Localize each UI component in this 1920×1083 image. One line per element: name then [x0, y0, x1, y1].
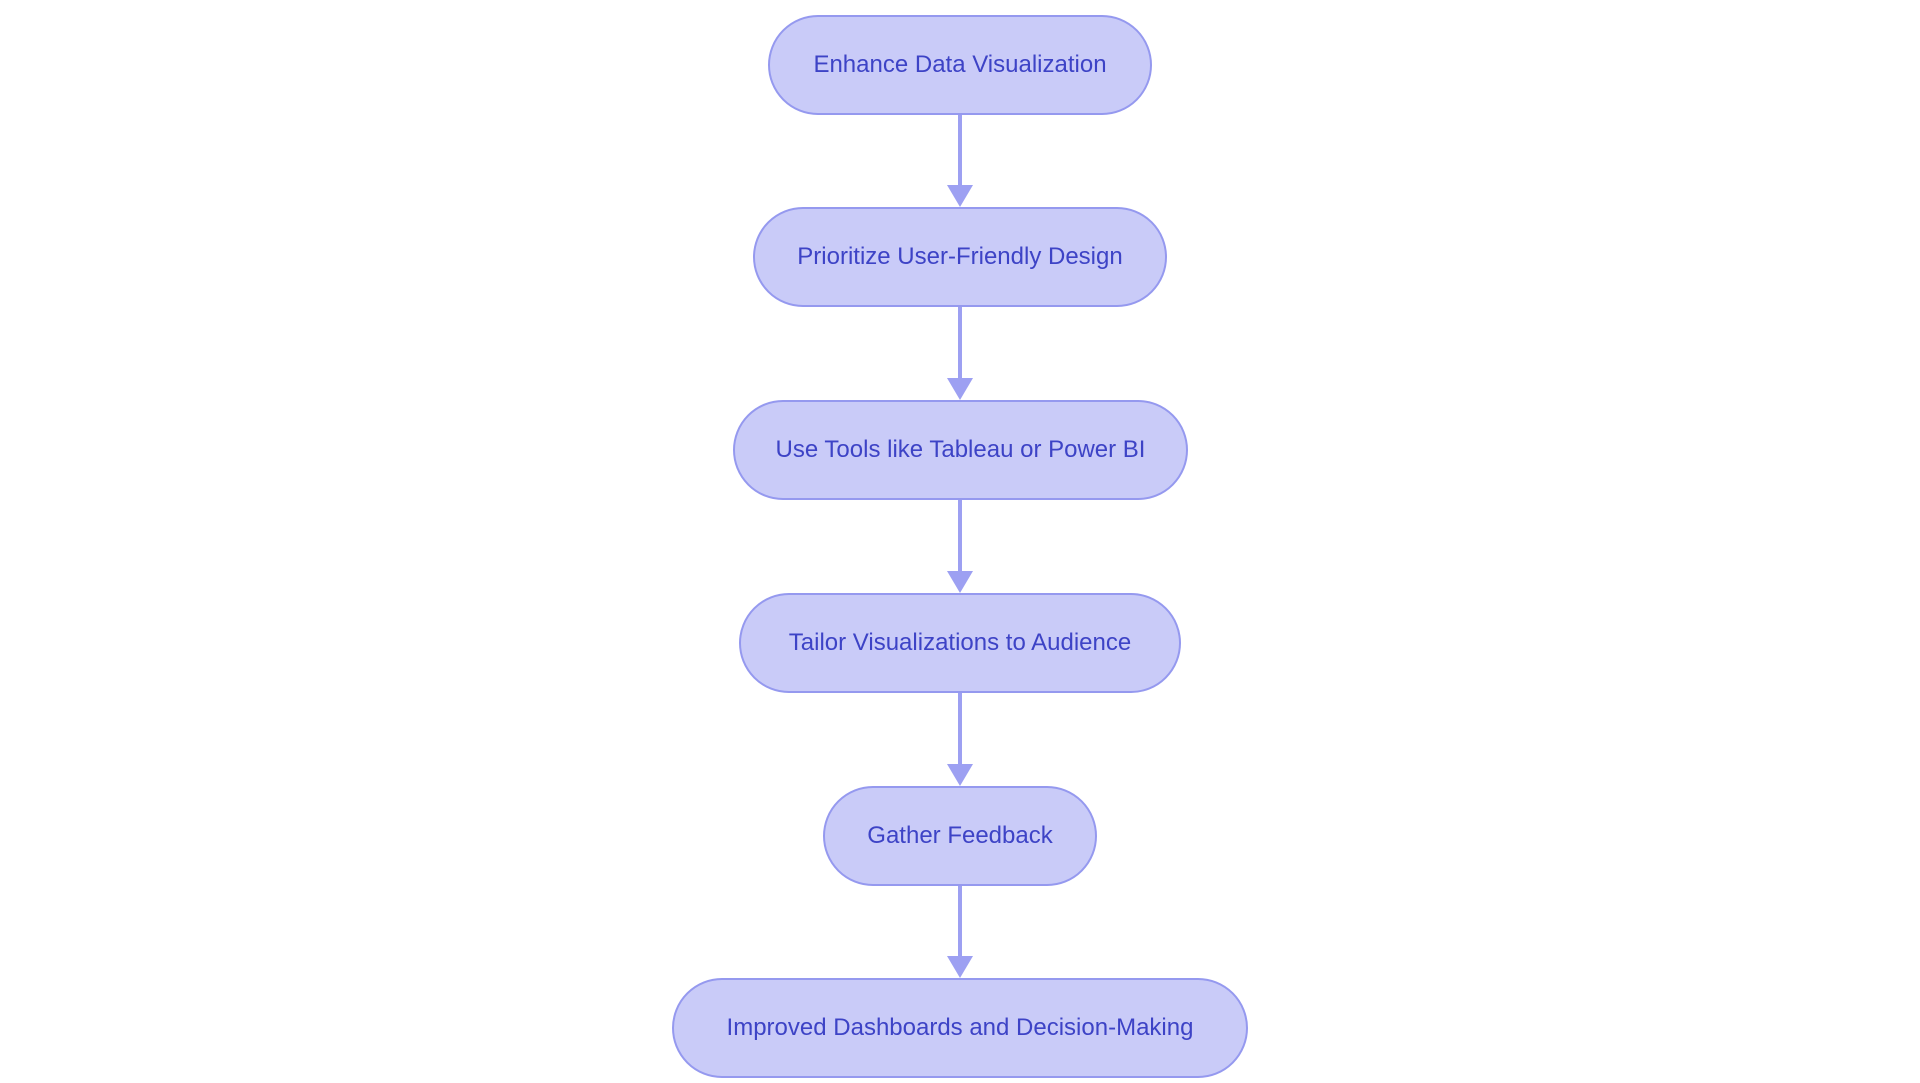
- flow-arrow-4: [947, 693, 973, 786]
- arrow-shaft: [958, 693, 962, 764]
- flow-node-gather-feedback: Gather Feedback: [823, 786, 1097, 886]
- flow-arrow-1: [947, 115, 973, 207]
- flow-node-label: Tailor Visualizations to Audience: [788, 629, 1132, 656]
- flow-arrow-5: [947, 886, 973, 978]
- flow-arrow-3: [947, 500, 973, 593]
- arrow-shaft: [958, 500, 962, 571]
- arrow-head-icon: [947, 956, 973, 978]
- flow-node-label: Enhance Data Visualization: [813, 51, 1107, 78]
- flow-node-label: Improved Dashboards and Decision-Making: [726, 1014, 1194, 1041]
- flow-node-tailor-visualizations-to-audience: Tailor Visualizations to Audience: [739, 593, 1181, 693]
- arrow-head-icon: [947, 764, 973, 786]
- arrow-shaft: [958, 307, 962, 378]
- flow-node-label: Gather Feedback: [867, 822, 1053, 849]
- arrow-head-icon: [947, 378, 973, 400]
- flow-arrow-2: [947, 307, 973, 400]
- flow-node-improved-dashboards-decision-making: Improved Dashboards and Decision-Making: [672, 978, 1248, 1078]
- flow-node-prioritize-user-friendly-design: Prioritize User-Friendly Design: [753, 207, 1167, 307]
- flow-node-enhance-data-visualization: Enhance Data Visualization: [768, 15, 1152, 115]
- arrow-shaft: [958, 115, 962, 185]
- arrow-head-icon: [947, 571, 973, 593]
- flow-node-label: Use Tools like Tableau or Power BI: [775, 436, 1146, 463]
- arrow-head-icon: [947, 185, 973, 207]
- flow-node-use-tools-tableau-powerbi: Use Tools like Tableau or Power BI: [733, 400, 1188, 500]
- arrow-shaft: [958, 886, 962, 956]
- flow-node-label: Prioritize User-Friendly Design: [797, 243, 1123, 270]
